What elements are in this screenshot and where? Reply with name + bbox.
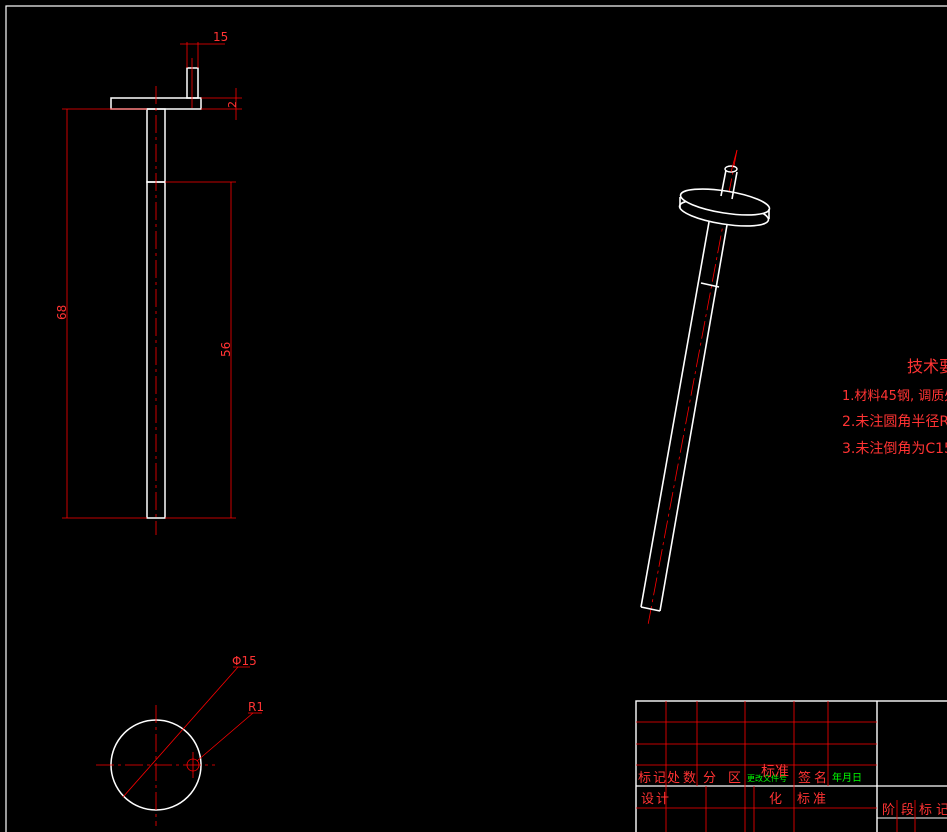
tb-r1-c8: 名	[814, 770, 827, 786]
tb-r1-c1: 记	[653, 771, 666, 786]
tb-r1-c9: 年月日	[832, 771, 862, 784]
tb-r1-c3: 数	[683, 771, 696, 786]
tb-r2-c0: 设	[641, 792, 654, 807]
drawing-frame	[5, 5, 947, 832]
dim-radius-label: R1	[248, 700, 264, 714]
tb-r1-c7: 签	[798, 770, 811, 786]
top-pin	[186, 67, 199, 99]
dim-total-length: 68	[55, 108, 147, 519]
top-view: Φ15 R1	[96, 654, 264, 826]
dim-lower-length-label: 56	[219, 342, 233, 357]
tb-r1-c2: 处	[667, 771, 680, 786]
dim-top-height-label: 2	[226, 101, 239, 108]
isometric-view	[640, 149, 771, 626]
tb-r1-c5: 区	[728, 771, 741, 786]
tech-req-line-1: 1.材料45钢, 调质处理	[842, 389, 947, 404]
dim-top-width-label: 15	[213, 30, 228, 44]
tech-requirements: 技术要 1.材料45钢, 调质处理 2.未注圆角半径R2; 3.未注倒角为C15…	[842, 357, 947, 457]
tb-r1-standard: 标准	[761, 764, 789, 780]
tb-stage-3: 记	[936, 803, 947, 818]
tb-stage-2: 标	[919, 803, 932, 818]
tb-stage-0: 阶	[882, 803, 895, 818]
dim-lower-length: 56	[165, 181, 236, 519]
dim-top-height: 2	[201, 88, 242, 120]
tech-req-line-3: 3.未注倒角为C15.	[842, 441, 947, 457]
tb-r2-c7: 标	[797, 792, 810, 807]
dim-top-width: 15	[180, 30, 228, 68]
tb-r2-c1: 计	[656, 792, 669, 807]
tech-req-line-2: 2.未注圆角半径R2;	[842, 414, 947, 430]
dim-total-length-label: 68	[55, 305, 69, 320]
tb-r2-c8: 准	[813, 792, 826, 807]
title-block: 标 记 处 数 分 区 更改文件号 标准 签 名 年月日 设 计 化 标 准 阶…	[635, 700, 947, 832]
tech-req-heading: 技术要	[907, 357, 947, 376]
tb-r2-c6: 化	[769, 792, 782, 807]
front-view	[110, 58, 202, 535]
tb-r1-c0: 标	[638, 771, 651, 786]
tb-stage-1: 段	[901, 803, 914, 818]
tb-r1-c6: 更改文件号	[747, 773, 787, 783]
dim-diameter-label: Φ15	[232, 654, 257, 668]
tb-r1-c4: 分	[703, 771, 716, 786]
